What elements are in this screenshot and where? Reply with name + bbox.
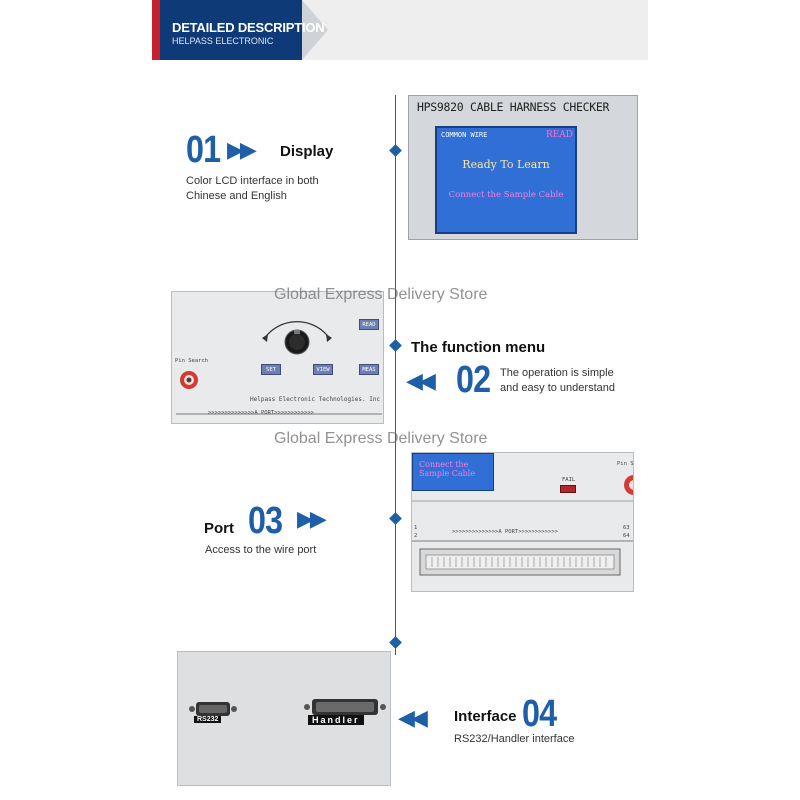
banner-subtitle: HELPASS ELECTRONIC xyxy=(172,36,274,46)
chevrons-right-icon: ▶▶ xyxy=(227,137,257,162)
rotary-knob-icon xyxy=(176,321,382,415)
section-title-port: Port xyxy=(204,520,234,537)
maker-label: Helpass Electronic Technologies. Inc xyxy=(250,396,381,403)
section-desc-display-2: Chinese and English xyxy=(186,190,287,202)
timeline-dot-1 xyxy=(389,144,402,157)
pin-search-partial-label: Pin S xyxy=(617,461,634,467)
section-title-interface: Interface xyxy=(454,708,517,725)
interface-photo: RS232 Handler xyxy=(177,651,391,786)
timeline-dot-4 xyxy=(389,636,402,649)
set-button: SET xyxy=(261,364,281,375)
banner-title: DETAILED DESCRIPTION xyxy=(172,20,325,35)
timeline-dot-3 xyxy=(389,512,402,525)
section-desc-interface: RS232/Handler interface xyxy=(454,733,575,745)
fail-label: FAIL xyxy=(562,477,576,483)
port-connector-icon xyxy=(412,475,633,576)
section-title-display: Display xyxy=(280,143,334,160)
meas-button: MEAS xyxy=(359,364,379,375)
section-number-03: 03 xyxy=(248,500,283,542)
banner-red-stripe xyxy=(152,0,160,60)
lcd-ready-text: Ready To Learn xyxy=(462,158,550,171)
a-port-label: >>>>>>>>>>>>>>A PORT>>>>>>>>>>>> xyxy=(208,410,314,416)
lcd-screen: COMMON WIRE READ Ready To Learn Connect … xyxy=(435,126,577,234)
read-button: READ xyxy=(359,319,379,330)
handler-label: Handler xyxy=(308,715,364,725)
pin-64-label: 64 xyxy=(623,533,630,539)
wire-port-photo: Connect the Sample Cable FAIL Pin S 1 2 … xyxy=(411,452,634,592)
pin-search-label: Pin Search xyxy=(175,358,209,364)
lcd-mode-label: COMMON WIRE xyxy=(441,131,488,139)
rs232-label: RS232 xyxy=(194,716,222,723)
db-connectors-icon xyxy=(189,699,386,716)
chevrons-left-icon: ▶▶ xyxy=(410,368,436,393)
banner-blue-block xyxy=(160,0,302,60)
section-number-04: 04 xyxy=(522,693,557,735)
lcd-partial-text: Connect the Sample Cable xyxy=(419,460,476,478)
watermark-1: Global Express Delivery Store xyxy=(274,286,488,303)
lcd-display-photo: HPS9820 CABLE HARNESS CHECKER COMMON WIR… xyxy=(408,95,638,240)
section-number-02: 02 xyxy=(456,359,491,401)
lcd-status-label: READ xyxy=(545,130,573,140)
chevrons-right-icon-2: ▶▶ xyxy=(297,506,327,531)
pin-2-label: 2 xyxy=(414,533,418,539)
section-title-function-menu: The function menu xyxy=(411,339,546,356)
pin-1-label: 1 xyxy=(414,525,418,531)
lcd-connect-text: Connect the Sample Cable xyxy=(448,190,564,200)
a-port-label-2: >>>>>>>>>>>>>>A PORT>>>>>>>>>>>> xyxy=(452,529,558,535)
banner-arrow-icon xyxy=(302,0,328,60)
view-button: VIEW xyxy=(313,364,333,375)
chevrons-left-icon-2: ▶▶ xyxy=(402,705,428,730)
fail-led-icon xyxy=(560,485,576,493)
section-desc-function-2: and easy to understand xyxy=(500,382,615,394)
section-desc-port: Access to the wire port xyxy=(205,544,317,556)
device-model-label: HPS9820 CABLE HARNESS CHECKER xyxy=(417,100,610,114)
timeline-line xyxy=(395,95,396,655)
pin-63-label: 63 xyxy=(623,525,630,531)
watermark-2: Global Express Delivery Store xyxy=(274,430,488,447)
section-desc-function-1: The operation is simple xyxy=(500,367,614,379)
section-number-01: 01 xyxy=(186,129,221,171)
lcd-screen-partial: Connect the Sample Cable xyxy=(412,453,494,491)
timeline-dot-2 xyxy=(389,339,402,352)
section-desc-display-1: Color LCD interface in both xyxy=(186,175,319,187)
function-menu-photo: READ SET VIEW MEAS Pin Search Helpass El… xyxy=(171,291,384,424)
